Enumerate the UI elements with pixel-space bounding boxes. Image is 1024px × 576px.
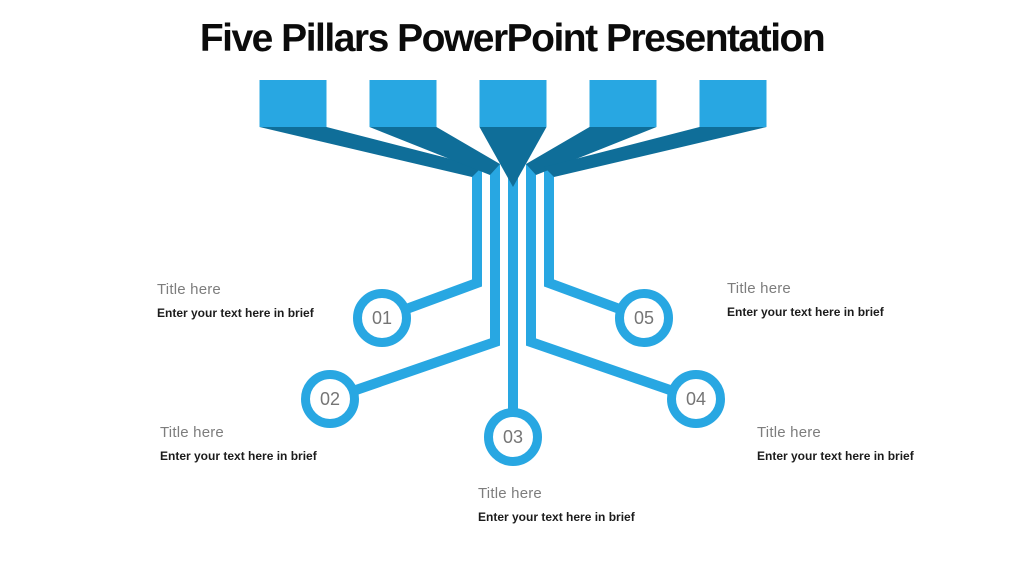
pillar-label-3: Title here Enter your text here in brief <box>478 485 708 524</box>
pillar-label-5-description: Enter your text here in brief <box>727 305 884 319</box>
pillar-label-3-description: Enter your text here in brief <box>478 510 635 524</box>
pillar-bar-3 <box>479 80 547 127</box>
pillar-label-3-title: Title here <box>478 485 542 502</box>
step-circle-2 <box>301 370 359 428</box>
pillar-bar-2 <box>369 80 437 127</box>
pillar-bar-5 <box>699 80 767 127</box>
pillar-label-2-title: Title here <box>160 424 224 441</box>
connector-line-4 <box>526 164 698 404</box>
step-number-3: 03 <box>503 427 523 447</box>
pillar-label-4: Title here Enter your text here in brief <box>757 424 987 463</box>
funnel-shape-1 <box>259 127 482 177</box>
connector-line-2 <box>328 164 500 404</box>
pillar-label-4-description: Enter your text here in brief <box>757 449 914 463</box>
funnel-shape-4 <box>526 127 657 175</box>
pillar-label-1: Title here Enter your text here in brief <box>157 281 387 320</box>
funnel-shape-3 <box>479 127 547 187</box>
funnel-shape-5 <box>544 127 767 177</box>
step-number-1: 01 <box>372 308 392 328</box>
funnel-shape-2 <box>369 127 500 175</box>
step-number-2: 02 <box>320 389 340 409</box>
pillar-bar-4 <box>589 80 657 127</box>
step-circle-5 <box>615 289 673 347</box>
step-number-4: 04 <box>686 389 706 409</box>
pillar-label-5-title: Title here <box>727 280 791 297</box>
connector-line-1 <box>380 160 482 323</box>
connector-line-5 <box>544 160 646 323</box>
step-circle-1 <box>353 289 411 347</box>
pillar-label-5: Title here Enter your text here in brief <box>727 280 957 319</box>
pillar-label-2-description: Enter your text here in brief <box>160 449 317 463</box>
pillar-label-1-description: Enter your text here in brief <box>157 306 314 320</box>
pillar-bar-1 <box>259 80 327 127</box>
pillar-label-2: Title here Enter your text here in brief <box>160 424 390 463</box>
slide-title: Five Pillars PowerPoint Presentation <box>199 17 826 60</box>
pillar-label-1-title: Title here <box>157 281 221 298</box>
step-circle-3 <box>484 408 542 466</box>
step-number-5: 05 <box>634 308 654 328</box>
step-circle-4 <box>667 370 725 428</box>
pillar-label-4-title: Title here <box>757 424 821 441</box>
